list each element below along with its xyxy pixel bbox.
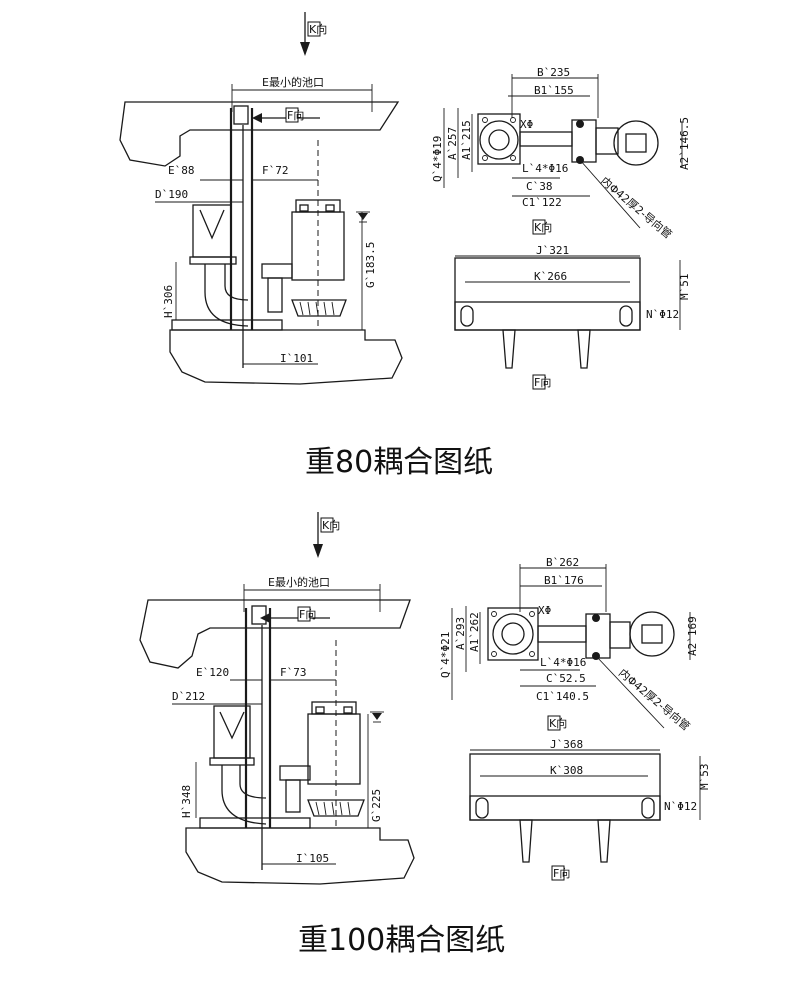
discharge-elbow [189,204,249,327]
guide-rail-100 [244,605,272,870]
e-min-opening-dimension-100: E最小的池口 [243,575,381,612]
dim-x-100: XΦ [538,604,551,617]
water-level-icon [356,211,370,223]
dim-m-100: M`53 [698,764,711,791]
f-view: J`321 K`266 N`Φ12 M`51 F向 [454,244,691,390]
f-view-100: J`368 K`308 N`Φ12 M`53 F向 [469,738,711,881]
dim-a: A`257 [446,127,459,160]
guide-pipe-label: 内Φ42厚2-导向管 [598,174,675,242]
dim-a1-100: A1`262 [468,612,481,652]
dim-d: D`190 [155,188,188,201]
dim-b: B`235 [537,66,570,79]
dim-a2-100: A2`169 [686,616,699,656]
dim-f-100: F`73 [280,666,307,679]
dim-l-100: L`4*Φ16 [540,656,586,669]
dim-n: N`Φ12 [646,308,679,321]
dim-c-100: C`52.5 [546,672,586,685]
drawing-80: K向 E最小的池口 F向 [119,12,691,480]
pool-bottom-100 [185,827,415,885]
dim-k: K`266 [534,270,567,283]
guide-rail [229,105,254,368]
pool-slab [119,101,400,167]
dim-e-100: E`120 [196,666,229,679]
e-min-opening-dimension: E最小的池口 [231,75,373,112]
dim-q-100: Q`4*Φ21 [439,632,452,678]
dim-h: H`306 [162,285,175,318]
dim-b1-100: B1`176 [544,574,584,587]
f-direction-label: F向 [287,108,304,122]
e-min-opening-label: E最小的池口 [262,75,324,89]
f-direction-marker-100: F向 [260,606,330,623]
dim-n-100: N`Φ12 [664,800,697,813]
dim-f: F`72 [262,164,289,177]
pump-body [261,140,347,330]
k-view-label-100: K向 [549,716,567,730]
pump-body-100 [279,640,365,828]
dim-q: Q`4*Φ19 [431,136,444,182]
k-direction-marker: K向 [300,12,327,56]
f-direction-marker: F向 [252,107,320,123]
k-view-label: K向 [534,220,552,234]
dim-b-100: B`262 [546,556,579,569]
plan-view: B`235 B1`155 Q`4*Φ19 A`257 A1`215 XΦ [431,66,691,241]
pool-slab-100 [139,599,411,669]
dim-a-100: A`293 [454,617,467,650]
dim-c: C`38 [526,180,553,193]
dim-x: XΦ [520,118,533,131]
dim-a2: A2`146.5 [678,117,691,170]
dim-g-100: G`225 [370,789,383,822]
k-direction-label-100: K向 [322,518,340,532]
dim-g: G`183.5 [364,242,377,288]
dim-j: J`321 [536,244,569,257]
base-plate [171,319,283,331]
f-view-label: F向 [534,375,551,389]
k-direction-label: K向 [309,22,327,36]
caption-80: 重80耦合图纸 [305,445,493,480]
dim-j-100: J`368 [550,738,583,751]
f-direction-label-100: F向 [299,607,316,621]
dim-l: L`4*Φ16 [522,162,568,175]
dim-c1: C1`122 [522,196,562,209]
dim-i-100: I`105 [296,852,329,865]
pool-bottom [169,329,403,385]
dim-m: M`51 [678,274,691,301]
dim-k-100: K`308 [550,764,583,777]
e-min-opening-label-100: E最小的池口 [268,575,330,589]
dim-d-100: D`212 [172,690,205,703]
dim-b1: B1`155 [534,84,574,97]
water-level-icon-100 [370,711,384,723]
k-direction-marker-100: K向 [313,512,340,558]
caption-100: 重100耦合图纸 [298,923,505,958]
dim-a1: A1`215 [460,120,473,160]
drawing-100: K向 E最小的池口 F向 [139,512,711,958]
dim-c1-100: C1`140.5 [536,690,589,703]
dim-i: I`101 [280,352,313,365]
discharge-elbow-100 [209,705,267,825]
plan-view-100: B`262 B1`176 Q`4*Φ21 A`293 A1`262 XΦ [439,556,699,733]
dim-h-100: H`348 [180,785,193,818]
dim-e: E`88 [168,164,195,177]
guide-pipe-label-100: 内Φ42厚2-导向管 [616,666,693,734]
f-view-label-100: F向 [553,866,570,880]
